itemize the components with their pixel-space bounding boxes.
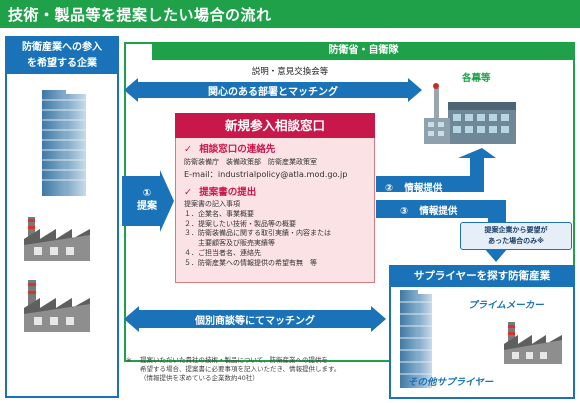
list-item: ４．ご担当者名、連絡先 — [184, 248, 261, 257]
top-arrow-label: 関心のある部署とマッチング — [208, 87, 338, 98]
factory-icon — [24, 280, 90, 332]
other-supplier-label: その他サプライヤー — [408, 377, 494, 388]
supplier-heading: サプライヤーを探す防衛産業 — [389, 265, 575, 287]
consultation-window — [175, 113, 375, 283]
list-item: ３．防衛装備品に関する取引実績・内容または — [184, 229, 331, 238]
factory-icon — [24, 217, 90, 261]
mod-heading: 防衛省・自衛隊 — [152, 42, 575, 60]
contact-email[interactable]: E-mail：industrialpolicy@atla.mod.go.jp — [184, 169, 348, 179]
footnote: 提案いただいた貴社の技術・製品について、防衛産業への提供を 希望する場合、提案書… — [140, 356, 341, 382]
agencies-label: 各幕等 — [462, 73, 491, 84]
info-arrow-3-label: ③ 情報提供 — [400, 206, 458, 217]
government-building-icon — [424, 83, 516, 144]
proposal-title-row: ✓ 提案書の提出 — [184, 184, 256, 198]
consultation-window-title: 新規参入相談窓口 — [175, 113, 375, 138]
contact-org: 防衛装備庁 装備政策部 防衛産業政策室 — [184, 158, 317, 166]
footnote-mark: ※ — [126, 356, 132, 364]
office-building-icon — [400, 290, 432, 388]
contact-title-row: ✓ 相談窓口の連絡先 — [184, 141, 275, 155]
list-item: ２．提案したい技術・製品等の概要 — [184, 219, 296, 228]
top-arrow-caption: 説明・意見交換会等 — [251, 67, 329, 77]
check-icon: ✓ — [184, 187, 192, 198]
proposal-items-intro: 提案書の記入事項 — [184, 200, 240, 208]
proposal-arrow-label: ① 提案 — [137, 188, 157, 212]
prime-maker-label: プライムメーカー — [468, 300, 544, 311]
proposal-items: 提案書の記入事項 １．企業名、事業概要 ２．提案したい技術・製品等の概要 ３．防… — [184, 200, 372, 269]
bottom-arrow-label: 個別商談等にてマッチング — [195, 316, 315, 327]
list-item: １．企業名、事業概要 — [184, 209, 254, 218]
factory-icon — [504, 322, 562, 364]
entrant-company-heading: 防衛産業への参入 を希望する企業 — [7, 38, 117, 74]
double-arrow — [124, 78, 422, 102]
page-title: 技術・製品等を提案したい場合の流れ — [8, 6, 272, 24]
list-item: ５．防衛産業への情報提供の希望有無 等 — [184, 258, 317, 267]
double-arrow — [124, 306, 386, 332]
title-bar: 技術・製品等を提案したい場合の流れ — [0, 0, 580, 28]
info-provision-arrow — [376, 148, 496, 192]
check-icon: ✓ — [184, 144, 192, 155]
contact-title: 相談窓口の連絡先 — [199, 144, 276, 155]
callout-note: 提案企業から要望が あった場合のみ※ — [460, 222, 572, 250]
office-building-icon — [42, 90, 86, 196]
info-arrow-2-label: ② 情報提供 — [385, 183, 443, 194]
proposal-arrow — [122, 170, 174, 232]
proposal-title: 提案書の提出 — [199, 187, 257, 198]
list-item: 主要顧客及び販売実績等 — [184, 239, 275, 248]
